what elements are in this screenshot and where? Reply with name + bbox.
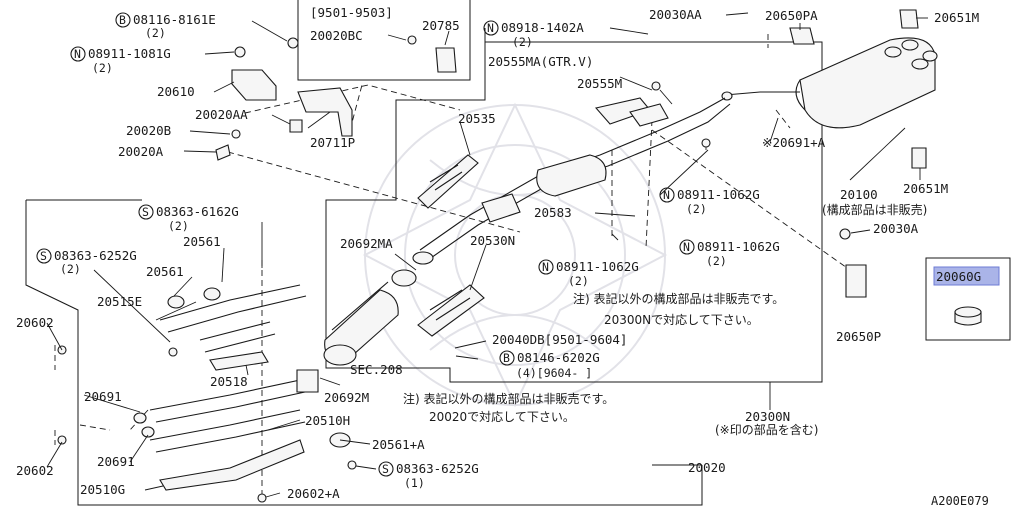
label-20555ma-gtr-v: 20555MA(GTR.V) (488, 54, 593, 69)
label-20692m: 20692M (324, 390, 369, 405)
watermark-emblem (362, 102, 668, 408)
label-20060g-highlighted[interactable]: 20060G (936, 269, 981, 284)
qty-label: (2) (512, 35, 533, 49)
label-20515e: 20515E (97, 294, 142, 309)
label-20020: 20020 (688, 460, 726, 475)
label-20650p: 20650P (836, 329, 881, 344)
label-20020b: 20020B (126, 123, 171, 138)
label-20583: 20583 (534, 205, 572, 220)
label-date-range-9501-9503: [9501-9503] (310, 5, 393, 20)
note-use-20300n: 20300Nで対応して下さい。 (604, 313, 759, 327)
dashed-assembly-lines (54, 34, 851, 500)
grouping-frames (25, 0, 823, 506)
note-use-20020: 20020で対応して下さい。 (429, 410, 575, 424)
label-20100: 20100 (840, 187, 878, 202)
label-20691-plus-a-marked: ※20691+A (762, 135, 826, 150)
qty-label: (2) (145, 26, 166, 40)
note-other-parts-not-sold: 注) 表記以外の構成部品は非販売です。 (573, 291, 784, 306)
label-20518: 20518 (210, 374, 248, 389)
label-20020bc: 20020BC (310, 28, 363, 43)
label-20692ma: 20692MA (340, 236, 393, 251)
label-08911-1062g-right: 08911-1062G (677, 187, 760, 202)
qty-label-date-range: (4)[9604- ] (516, 366, 592, 380)
leader-lines (46, 12, 928, 498)
label-08911-1062g-center: 08911-1062G (556, 259, 639, 274)
label-08146-6202g: 08146-6202G (517, 350, 600, 365)
note-includes-marked-parts: (※印の部品を含む) (715, 422, 818, 437)
label-20030a: 20030A (873, 221, 919, 236)
label-20555m: 20555M (577, 76, 622, 91)
label-20561-upper: 20561 (183, 234, 221, 249)
qty-label: (2) (568, 274, 589, 288)
label-20711p: 20711P (310, 135, 355, 150)
label-20510g: 20510G (80, 482, 125, 497)
callout-circle-s: S (382, 462, 389, 476)
label-20610: 20610 (157, 84, 195, 99)
note-not-sold-separately: (構成部品は非販売) (822, 202, 927, 217)
label-20030aa: 20030AA (649, 7, 702, 22)
highlight-box (933, 266, 1000, 286)
note-other-parts-not-sold-lower: 注) 表記以外の構成部品は非販売です。 (403, 391, 614, 406)
center-pipe-resonator (412, 81, 731, 265)
label-20650pa: 20650PA (765, 8, 818, 23)
label-20691-upper: 20691 (84, 389, 122, 404)
callout-labels: B 08116-8161E (2) N 08911-1081G (2) 2061… (16, 5, 979, 501)
callout-circle-s: S (40, 249, 47, 263)
callout-circle-n: N (663, 188, 670, 202)
qty-label: (1) (404, 476, 425, 490)
label-08363-6162g: 08363-6162G (156, 204, 239, 219)
muffler-rear-assembly (721, 9, 938, 169)
label-20561-lower: 20561 (146, 264, 184, 279)
callout-circle-b: B (503, 351, 510, 365)
callout-circle-n: N (74, 47, 81, 61)
callout-circle-s: S (142, 205, 149, 219)
label-sec-208: SEC.208 (350, 362, 403, 377)
callout-circle-n: N (542, 260, 549, 274)
label-20300n: 20300N (745, 409, 790, 424)
label-08363-6252g-left: 08363-6252G (54, 248, 137, 263)
label-08911-1081g: 08911-1081G (88, 46, 171, 61)
plug-top (954, 306, 982, 318)
qty-label: (2) (706, 254, 727, 268)
front-pipe-assembly (57, 284, 319, 503)
callout-circle-n: N (487, 21, 494, 35)
label-08918-1402a: 08918-1402A (501, 20, 584, 35)
label-20602-plus-a: 20602+A (287, 486, 340, 501)
label-20651m-top: 20651M (934, 10, 979, 25)
part-20060g-callout[interactable]: 20060G (925, 257, 1011, 341)
label-08363-6252g-lower: 08363-6252G (396, 461, 479, 476)
callout-circle-b: B (119, 13, 126, 27)
label-08911-1062g-lower-right: 08911-1062G (697, 239, 780, 254)
qty-label: (2) (686, 202, 707, 216)
label-20691-lower: 20691 (97, 454, 135, 469)
label-20602-lower: 20602 (16, 463, 54, 478)
label-20561-plus-a: 20561+A (372, 437, 425, 452)
label-20651m-lower: 20651M (903, 181, 948, 196)
label-20040db: 20040DB[9501-9604] (492, 332, 627, 347)
upper-brackets (215, 35, 457, 161)
qty-label: (2) (60, 262, 81, 276)
label-20785: 20785 (422, 18, 460, 33)
label-20602-upper: 20602 (16, 315, 54, 330)
label-08116-8161e: 08116-8161E (133, 12, 216, 27)
label-20020a: 20020A (118, 144, 164, 159)
qty-label: (2) (168, 219, 189, 233)
heat-shields (417, 154, 485, 337)
label-20535: 20535 (458, 111, 496, 126)
diagram-code: A200E079 (931, 494, 989, 508)
callout-circle-n: N (683, 240, 690, 254)
label-20530n: 20530N (470, 233, 515, 248)
part-20060g-frame (925, 257, 1011, 341)
qty-label: (2) (92, 61, 113, 75)
label-20510h: 20510H (305, 413, 350, 428)
hanger-rubbers (839, 228, 867, 298)
label-20020aa: 20020AA (195, 107, 248, 122)
